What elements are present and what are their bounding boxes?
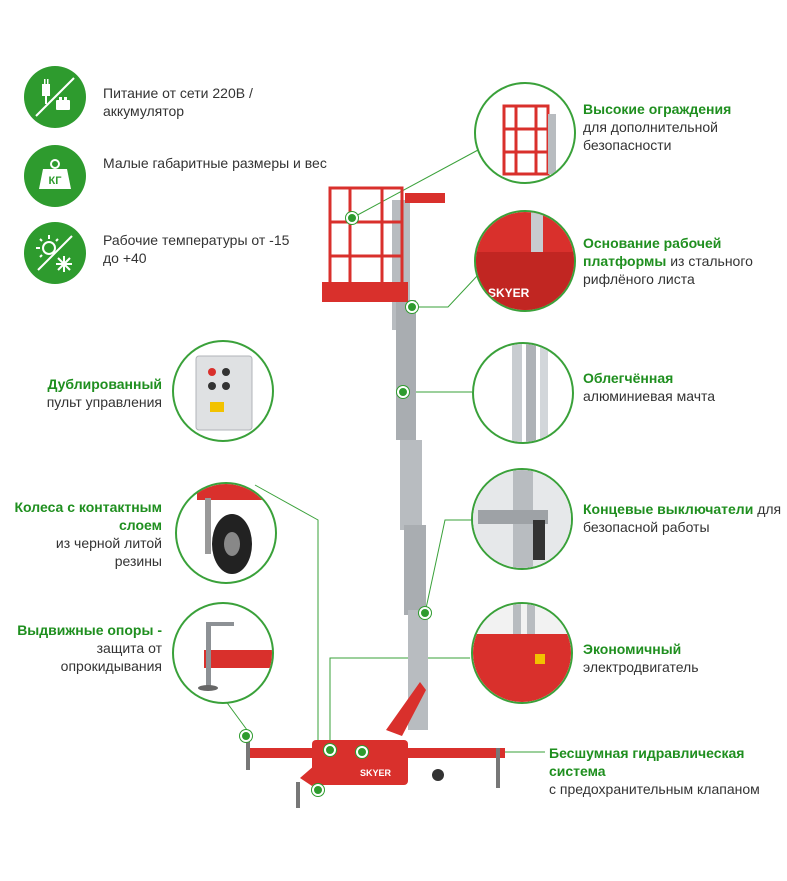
panel-title: Дублированный bbox=[47, 376, 162, 392]
feature-size-text: Малые габаритные размеры и вес bbox=[103, 155, 327, 171]
motor-callout: Экономичный электродвигатель bbox=[583, 640, 783, 676]
limit-callout: Концевые выключатели для безопасной рабо… bbox=[583, 500, 783, 536]
guards-photo bbox=[474, 82, 576, 184]
hydraulic-dot bbox=[356, 746, 368, 758]
wheel-photo bbox=[175, 482, 277, 584]
panel-callout: Дублированный пульт управления bbox=[10, 375, 162, 411]
guards-callout: Высокие ограждения для дополнительной бе… bbox=[583, 100, 783, 154]
wheel-dot bbox=[312, 784, 324, 796]
mast-photo bbox=[472, 342, 574, 444]
weight-kg-badge: КГ bbox=[48, 175, 62, 187]
hydraulic-desc: с предохранительным клапаном bbox=[549, 781, 760, 797]
plug-battery-icon bbox=[24, 66, 86, 128]
outrigger-photo bbox=[172, 602, 274, 704]
platform-title: Основание рабочей платформы bbox=[583, 235, 722, 269]
hydraulic-title: Бесшумная гидравлическая система bbox=[549, 745, 745, 779]
feature-power-text: Питание от сети 220В / аккумулятор bbox=[103, 85, 253, 119]
temperature-sun-snow-icon bbox=[24, 222, 86, 284]
motor-photo bbox=[471, 602, 573, 704]
wheels-title: Колеса с контактным слоем bbox=[14, 499, 162, 533]
outriggers-desc: защита от опрокидывания bbox=[60, 640, 162, 674]
platform-desc: из стального рифлёного листа bbox=[583, 253, 753, 287]
panel-desc: пульт управления bbox=[46, 394, 162, 410]
guards-dot bbox=[346, 212, 358, 224]
wheels-callout: Колеса с контактным слоем из черной лито… bbox=[10, 498, 162, 570]
guards-title: Высокие ограждения bbox=[583, 101, 732, 117]
guards-desc: для дополнительной безопасности bbox=[583, 119, 718, 153]
hydraulic-callout: Бесшумная гидравлическая система с предо… bbox=[549, 744, 764, 798]
mast-desc: алюминиевая мачта bbox=[583, 388, 716, 404]
limit-switch-photo bbox=[471, 468, 573, 570]
motor-title: Экономичный bbox=[583, 641, 682, 657]
weight-kg-icon: КГ bbox=[24, 145, 86, 207]
outriggers-title: Выдвижные опоры - bbox=[17, 622, 162, 638]
base-brand: SKYER bbox=[360, 768, 392, 778]
feature-temperature-text: Рабочие температуры от -15 до +40 bbox=[103, 232, 290, 266]
platform-callout: Основание рабочей платформы из стального… bbox=[583, 234, 783, 288]
motor-desc: электродвигатель bbox=[583, 659, 699, 675]
motor-dot bbox=[324, 744, 336, 756]
control-panel-photo bbox=[172, 340, 274, 442]
limit-dot bbox=[419, 607, 431, 619]
limit-desc: для безопасной работы bbox=[583, 501, 782, 535]
platform-brand: SKYER bbox=[488, 286, 530, 300]
mast-dot bbox=[397, 386, 409, 398]
mast-title: Облегчённая bbox=[583, 370, 674, 386]
outriggers-callout: Выдвижные опоры - защита от опрокидывани… bbox=[10, 621, 162, 675]
wheels-desc: из черной литой резины bbox=[55, 535, 162, 569]
outrigger-dot bbox=[240, 730, 252, 742]
limit-title: Концевые выключатели bbox=[583, 501, 754, 517]
mast-callout: Облегчённая алюминиевая мачта bbox=[583, 369, 783, 405]
platform-dot bbox=[406, 301, 418, 313]
platform-photo: SKYER bbox=[474, 210, 576, 312]
